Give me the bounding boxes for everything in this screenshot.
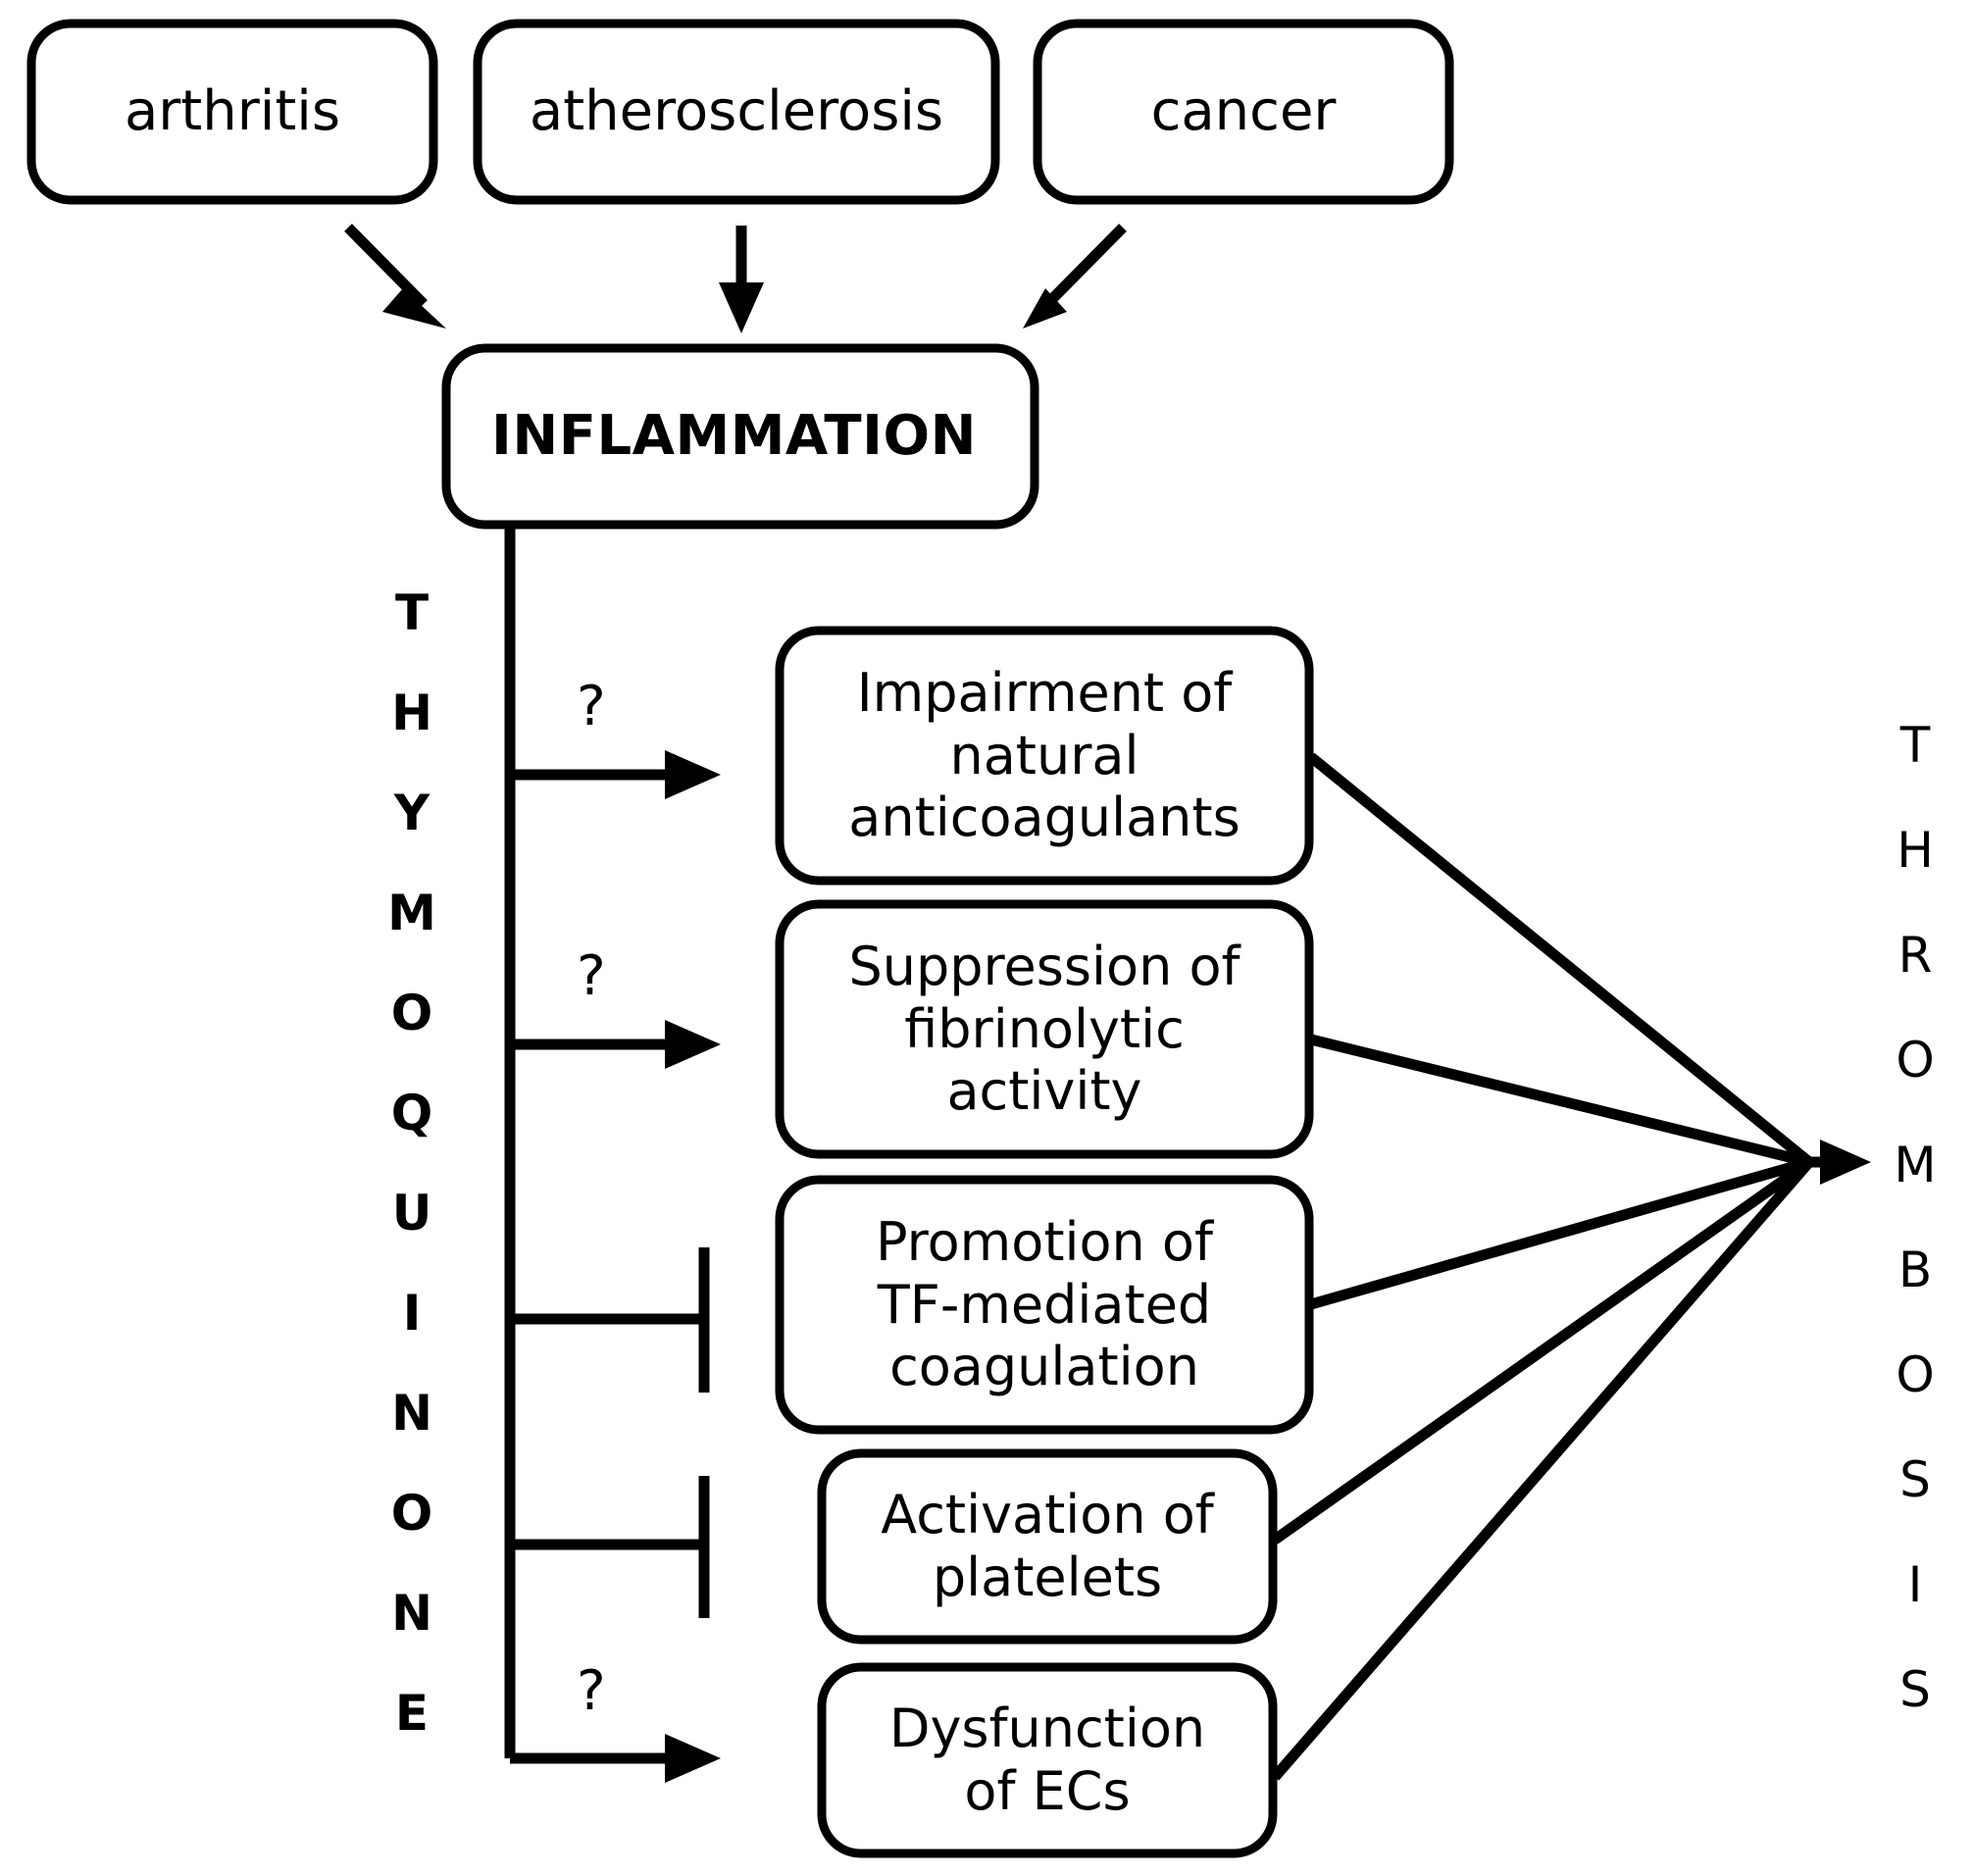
arrow-atherosclerosis-to-inflammation xyxy=(719,226,764,333)
fan-line-3 xyxy=(1309,1156,1811,1310)
letter-9: O xyxy=(390,1485,433,1542)
box-cancer[interactable] xyxy=(1033,19,1454,205)
box-inflammation[interactable] xyxy=(441,343,1039,530)
letter-5: B xyxy=(1898,1242,1933,1298)
letter-7: I xyxy=(402,1285,422,1342)
thrombosis-arrowhead xyxy=(1820,1140,1871,1185)
box-dysfunction-of-ecs[interactable] xyxy=(817,1662,1278,1858)
letter-4: M xyxy=(1894,1137,1937,1193)
letter-3: O xyxy=(1896,1032,1935,1089)
letter-11: E xyxy=(394,1685,430,1742)
question-mark-1: ? xyxy=(577,675,606,738)
question-mark-3: ? xyxy=(577,1659,606,1723)
letter-3: M xyxy=(387,885,436,941)
arrow-arthritis-to-inflammation xyxy=(344,224,446,329)
letter-1: H xyxy=(1897,822,1934,879)
fan-to-thrombosis xyxy=(1270,752,1871,1781)
box-arthritis[interactable] xyxy=(26,19,438,205)
vertical-label-thymoquinone: T H Y M O Q U I N O N E xyxy=(378,588,446,1789)
letter-5: Q xyxy=(390,1085,433,1141)
box-promotion-tf-mediated-coagulation[interactable] xyxy=(775,1175,1314,1435)
fan-line-2 xyxy=(1309,1034,1811,1168)
vertical-label-thrombosis: T H R O M B O S I S xyxy=(1881,721,1949,1770)
box-suppression-fibrinolytic-activity[interactable] xyxy=(775,899,1314,1159)
letter-1: H xyxy=(391,684,432,741)
fan-line-1 xyxy=(1307,752,1813,1167)
letter-6: U xyxy=(391,1185,432,1242)
question-mark-2: ? xyxy=(577,944,606,1008)
letter-2: Y xyxy=(393,785,430,841)
fan-line-5 xyxy=(1270,1158,1814,1781)
connector-inhibition-1 xyxy=(510,1247,710,1393)
box-impairment-natural-anticoagulants[interactable] xyxy=(775,626,1314,886)
letter-7: S xyxy=(1899,1451,1931,1508)
letter-8: I xyxy=(1907,1556,1923,1613)
letter-9: S xyxy=(1899,1661,1931,1718)
letter-10: N xyxy=(391,1585,432,1642)
fan-line-4 xyxy=(1271,1157,1813,1545)
connector-inhibition-2 xyxy=(510,1476,710,1618)
connector-arrow-3 xyxy=(510,1734,721,1783)
connector-arrow-1 xyxy=(510,750,721,799)
letter-6: O xyxy=(1896,1346,1935,1403)
letter-2: R xyxy=(1898,927,1933,984)
letter-0: T xyxy=(394,584,430,641)
box-activation-of-platelets[interactable] xyxy=(817,1448,1278,1645)
letter-8: N xyxy=(391,1385,432,1442)
box-atherosclerosis[interactable] xyxy=(473,19,1000,205)
letter-4: O xyxy=(390,985,433,1041)
letter-0: T xyxy=(1899,717,1931,774)
connector-arrow-2 xyxy=(510,1020,721,1069)
arrow-cancer-to-inflammation xyxy=(1023,224,1127,329)
